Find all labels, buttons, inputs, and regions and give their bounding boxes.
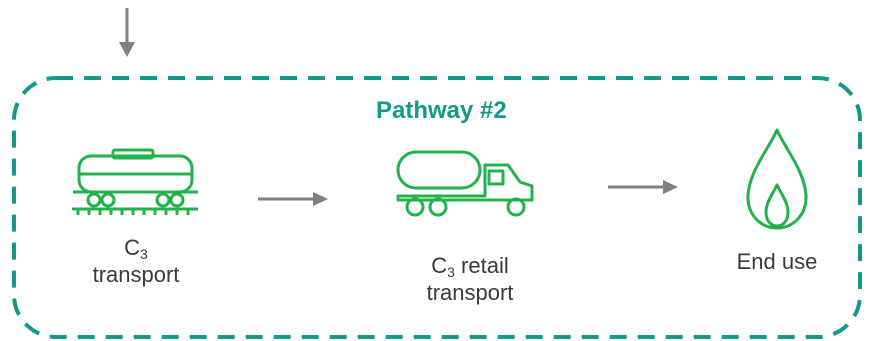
flow-arrow-2 (608, 180, 678, 194)
pathway-border (12, 76, 862, 339)
step-label-retail-transport: C3 retail transport (426, 253, 514, 305)
rail-tank-car-icon (72, 148, 198, 215)
flame-icon (746, 128, 808, 230)
pathway-title: Pathway #2 (376, 97, 507, 124)
incoming-arrow (119, 8, 135, 57)
step-label-end-use: End use (736, 249, 818, 274)
step-label-rail-transport: C3 transport (92, 235, 180, 287)
tanker-truck-icon (396, 150, 534, 217)
flow-arrow-1 (258, 192, 328, 206)
